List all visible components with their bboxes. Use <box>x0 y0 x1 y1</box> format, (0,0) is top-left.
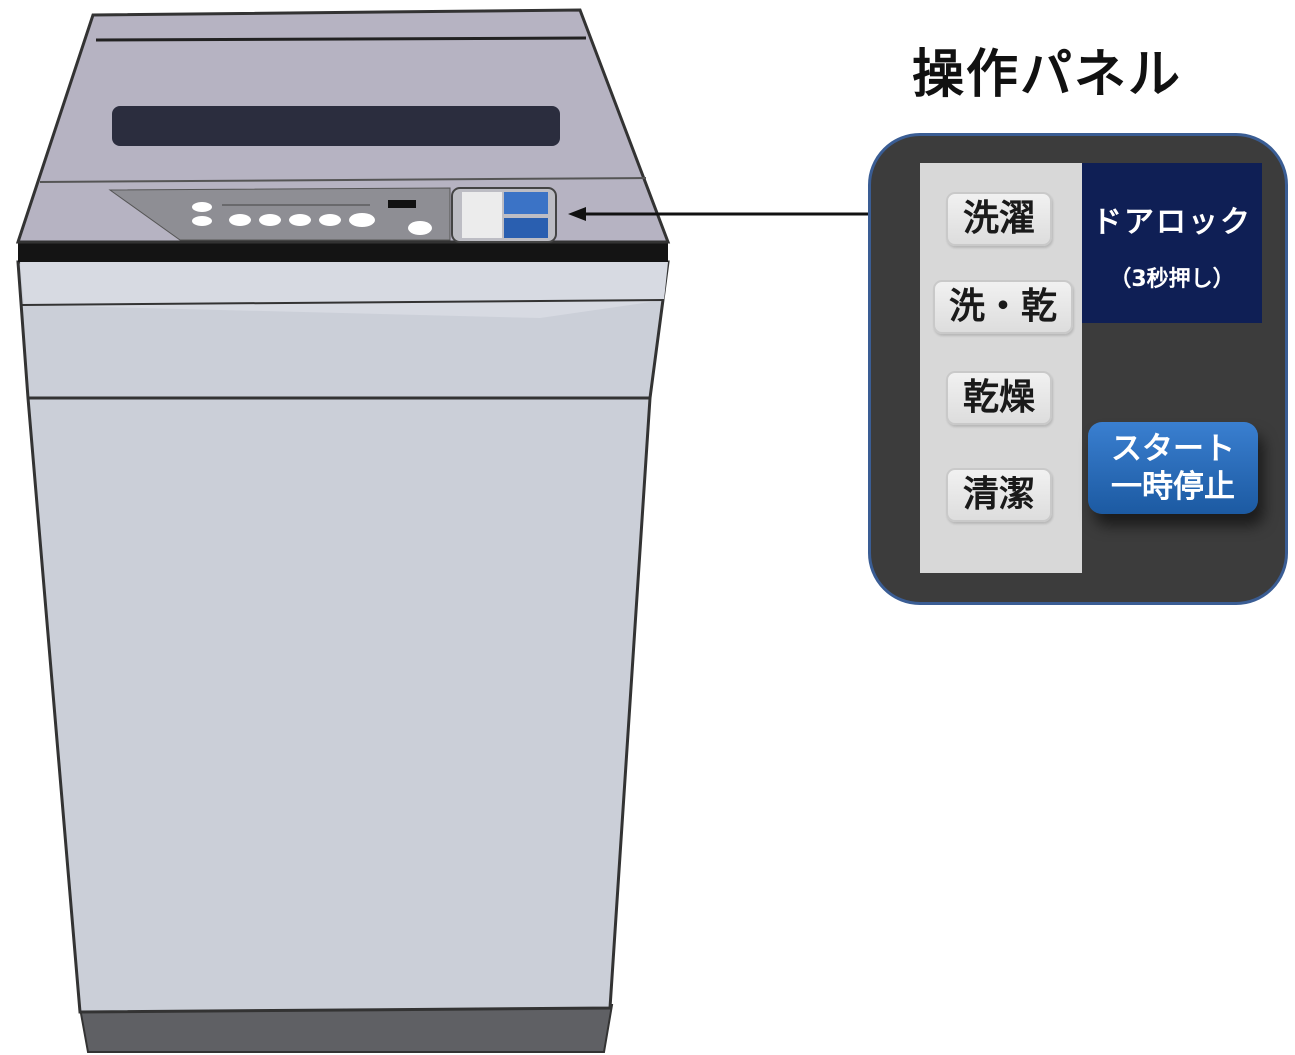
door-lock-sub-label: （3秒押し） <box>1109 267 1235 292</box>
clean-course-button[interactable]: 清潔 <box>946 468 1052 522</box>
panel-title: 操作パネル <box>912 45 1183 105</box>
start-pause-button[interactable]: スタート 一時停止 <box>1088 422 1258 514</box>
control-strip <box>108 187 451 241</box>
door-lock-button[interactable]: ドアロック （3秒押し） <box>1082 163 1262 323</box>
start-label: スタート <box>1111 431 1235 467</box>
washer-body <box>16 260 670 1014</box>
lid-window <box>112 106 560 146</box>
washer-black-band <box>18 242 668 262</box>
dry-course-button[interactable]: 乾燥 <box>946 371 1052 425</box>
door-lock-label: ドアロック <box>1092 205 1252 240</box>
wash-dry-course-button[interactable]: 洗・乾 <box>933 280 1073 334</box>
wash-course-button[interactable]: 洗濯 <box>946 192 1052 246</box>
pause-label: 一時停止 <box>1111 469 1235 505</box>
